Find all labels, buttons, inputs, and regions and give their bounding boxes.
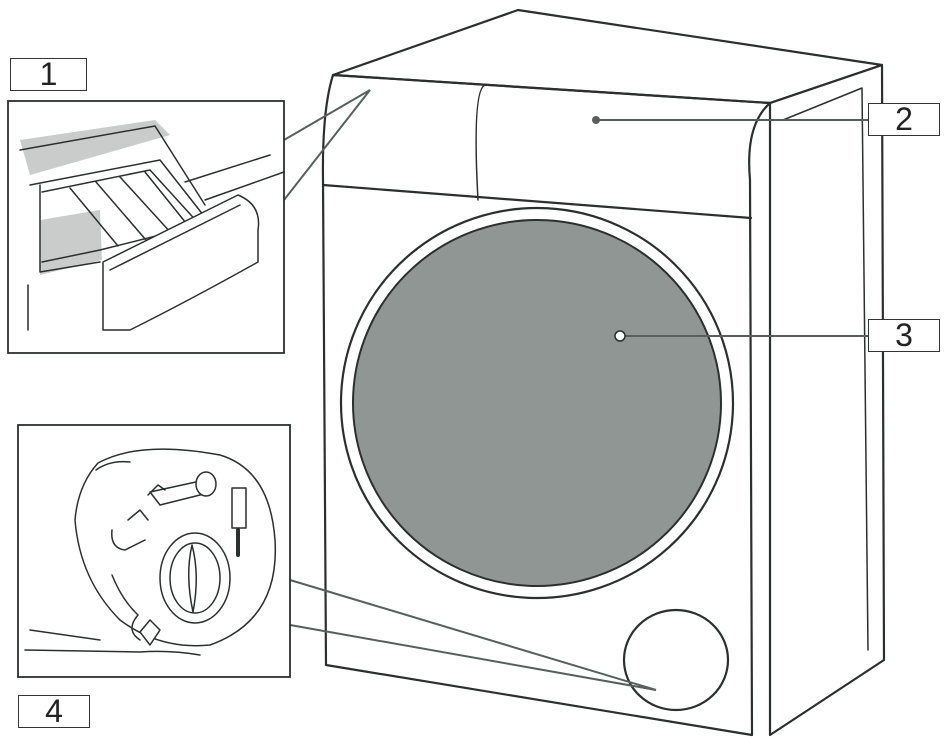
zoom-1-upper bbox=[283, 89, 371, 141]
leader-2-dot bbox=[592, 116, 600, 124]
callout-2: 2 bbox=[868, 103, 940, 136]
control-panel-edge bbox=[321, 183, 753, 220]
washer-front bbox=[321, 73, 772, 737]
drawer-front-outline bbox=[475, 84, 486, 201]
callout-3: 3 bbox=[868, 319, 940, 352]
washer-body bbox=[321, 8, 886, 737]
door-glass bbox=[352, 218, 722, 588]
pump-cover bbox=[622, 608, 730, 712]
inset-pump bbox=[17, 424, 291, 678]
zoom-4-upper bbox=[289, 579, 657, 691]
callout-4: 4 bbox=[18, 695, 90, 728]
leader-lines bbox=[283, 89, 868, 691]
zoom-1-lower bbox=[283, 89, 371, 201]
door bbox=[339, 206, 735, 600]
door-ring bbox=[339, 206, 735, 600]
washer-side bbox=[768, 63, 886, 737]
washer-top bbox=[331, 8, 884, 105]
inset-drawer bbox=[7, 100, 285, 354]
leader-3-dot bbox=[614, 330, 626, 342]
zoom-4-lower bbox=[289, 624, 657, 691]
callout-1: 1 bbox=[10, 58, 87, 91]
